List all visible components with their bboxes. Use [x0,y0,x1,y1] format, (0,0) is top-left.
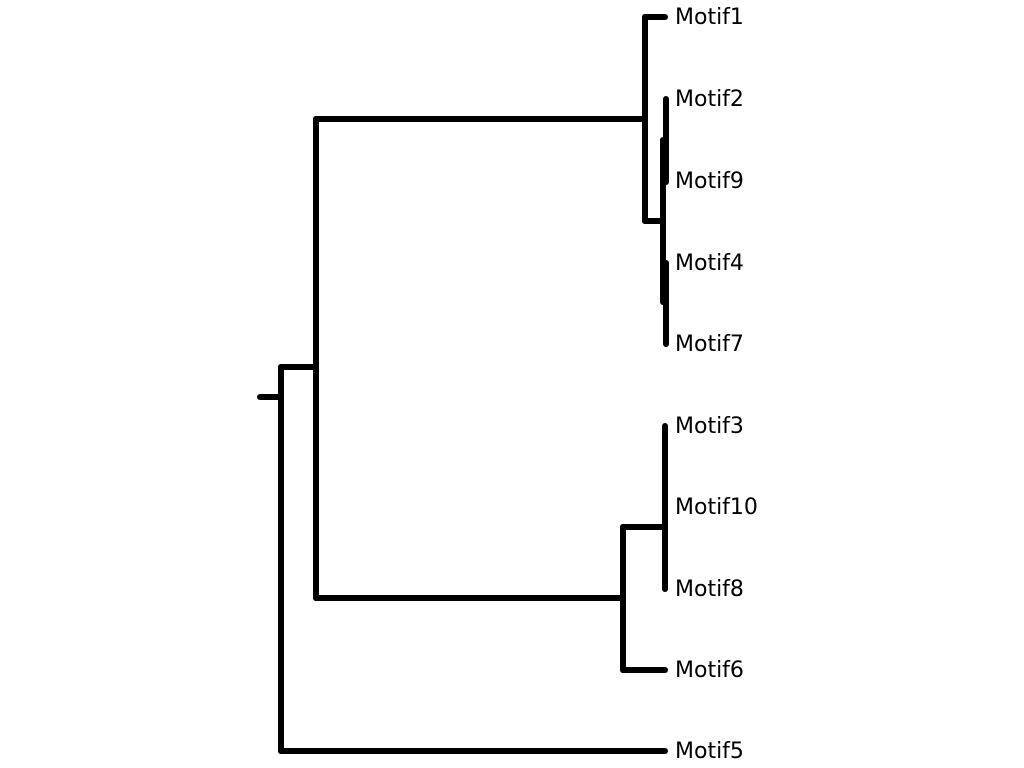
leaf-label-motif1: Motif1 [675,5,744,30]
leaf-label-motif7: Motif7 [675,332,744,357]
leaf-label-motif3: Motif3 [675,414,744,439]
leaf-label-motif2: Motif2 [675,87,744,112]
dendrogram-branches [257,14,669,754]
leaf-label-motif5: Motif5 [675,739,744,764]
leaf-label-motif6: Motif6 [675,658,744,683]
leaf-label-motif8: Motif8 [675,577,744,602]
leaf-labels: Motif1 Motif2 Motif9 Motif4 Motif7 Motif… [675,5,758,764]
leaf-label-motif10: Motif10 [675,495,758,520]
leaf-label-motif4: Motif4 [675,251,744,276]
leaf-label-motif9: Motif9 [675,169,744,194]
